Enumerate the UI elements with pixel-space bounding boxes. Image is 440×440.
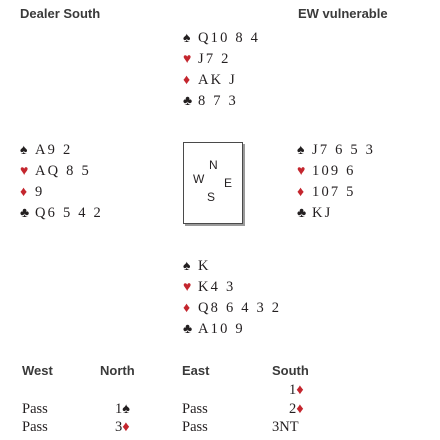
diamond-icon: ♦ xyxy=(20,185,28,200)
bid-cell: Pass xyxy=(22,419,48,435)
west-diamonds: ♦9 xyxy=(20,182,103,203)
south-hand: ♠K ♥K4 3 ♦Q8 6 4 3 2 ♣A10 9 xyxy=(183,256,281,340)
vulnerability-label: EW vulnerable xyxy=(298,6,388,21)
diamond-icon: ♦ xyxy=(297,185,305,200)
diamond-icon: ♦ xyxy=(183,301,191,316)
west-hand: ♠A9 2 ♥AQ 8 5 ♦9 ♣Q6 5 4 2 xyxy=(20,140,103,224)
bid-cell: 3♦ xyxy=(115,419,130,435)
club-icon: ♣ xyxy=(297,206,307,221)
compass-south: S xyxy=(207,190,216,204)
auction-header-south: South xyxy=(272,363,309,378)
bid-cell: 1♠ xyxy=(115,401,130,417)
heart-icon: ♥ xyxy=(183,280,192,295)
spade-icon: ♠ xyxy=(183,259,191,274)
west-hearts: ♥AQ 8 5 xyxy=(20,161,103,182)
north-hand: ♠Q10 8 4 ♥J7 2 ♦AK J ♣8 7 3 xyxy=(183,28,260,112)
east-spades: ♠J7 6 5 3 xyxy=(297,140,375,161)
dealer-label: Dealer South xyxy=(20,6,101,21)
south-diamonds: ♦Q8 6 4 3 2 xyxy=(183,298,281,319)
compass-north: N xyxy=(209,158,218,172)
west-spades: ♠A9 2 xyxy=(20,140,103,161)
club-icon: ♣ xyxy=(183,94,193,109)
club-icon: ♣ xyxy=(20,206,30,221)
east-clubs: ♣KJ xyxy=(297,203,375,224)
south-clubs: ♣A10 9 xyxy=(183,319,281,340)
north-diamonds: ♦AK J xyxy=(183,70,260,91)
north-hearts: ♥J7 2 xyxy=(183,49,260,70)
compass-box: N W E S xyxy=(183,142,243,224)
east-hearts: ♥109 6 xyxy=(297,161,375,182)
heart-icon: ♥ xyxy=(20,164,29,179)
bid-cell: 3NT xyxy=(272,419,299,435)
spade-icon: ♠ xyxy=(20,143,28,158)
bid-cell: Pass xyxy=(182,419,208,435)
auction-header-west: West xyxy=(22,363,53,378)
diamond-icon: ♦ xyxy=(183,73,191,88)
bid-cell: 1♦ xyxy=(289,382,304,398)
spade-icon: ♠ xyxy=(297,143,305,158)
compass-west: W xyxy=(193,172,205,186)
east-hand: ♠J7 6 5 3 ♥109 6 ♦107 5 ♣KJ xyxy=(297,140,375,224)
compass-east: E xyxy=(224,176,233,190)
club-icon: ♣ xyxy=(183,322,193,337)
north-spades: ♠Q10 8 4 xyxy=(183,28,260,49)
heart-icon: ♥ xyxy=(183,52,192,67)
north-clubs: ♣8 7 3 xyxy=(183,91,260,112)
south-spades: ♠K xyxy=(183,256,281,277)
east-diamonds: ♦107 5 xyxy=(297,182,375,203)
west-clubs: ♣Q6 5 4 2 xyxy=(20,203,103,224)
bid-cell: 2♦ xyxy=(289,401,304,417)
bid-cell: Pass xyxy=(182,401,208,417)
heart-icon: ♥ xyxy=(297,164,306,179)
spade-icon: ♠ xyxy=(183,31,191,46)
south-hearts: ♥K4 3 xyxy=(183,277,281,298)
auction-header-north: North xyxy=(100,363,135,378)
bid-cell: Pass xyxy=(22,401,48,417)
auction-header-east: East xyxy=(182,363,210,378)
